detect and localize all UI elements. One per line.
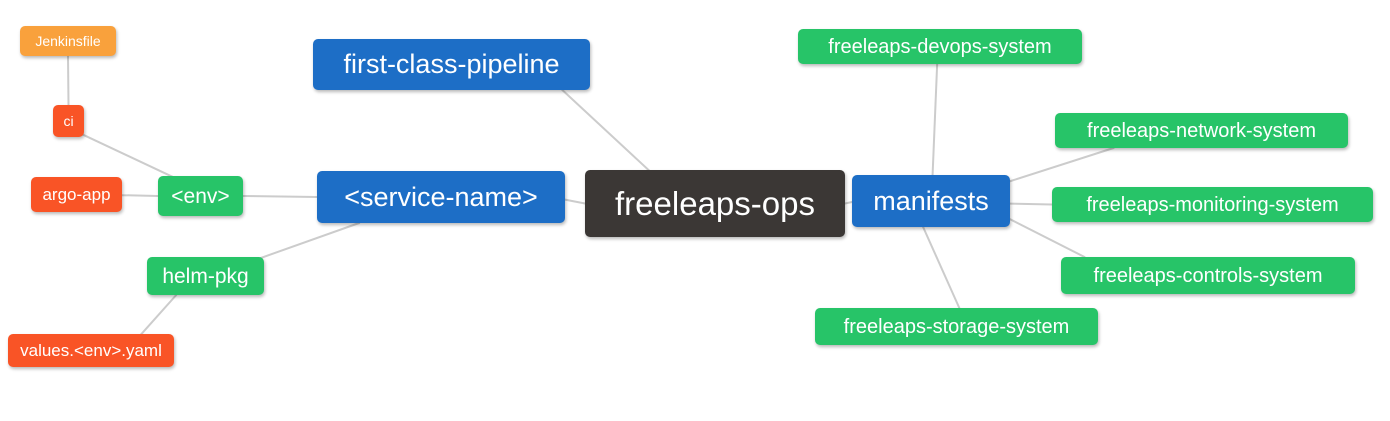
node-freeleaps-storage-system[interactable]: freeleaps-storage-system <box>815 308 1098 345</box>
node-helm-pkg[interactable]: helm-pkg <box>147 257 264 295</box>
node-freeleaps-monitoring-system[interactable]: freeleaps-monitoring-system <box>1052 187 1373 222</box>
edge-manifests-to-freeleaps-controls-system <box>1009 218 1086 258</box>
node-freeleaps-network-system[interactable]: freeleaps-network-system <box>1055 113 1348 148</box>
node-manifests[interactable]: manifests <box>852 175 1010 227</box>
node-jenkinsfile[interactable]: Jenkinsfile <box>20 26 116 56</box>
node-argo-app[interactable]: argo-app <box>31 177 122 212</box>
node-ci[interactable]: ci <box>53 105 84 137</box>
node-freeleaps-ops[interactable]: freeleaps-ops <box>585 170 845 237</box>
edge-helm-pkg-to-service-name <box>257 222 361 260</box>
edge-manifests-to-freeleaps-storage-system <box>922 226 961 309</box>
edge-first-class-pipeline-to-freeleaps-ops <box>561 89 651 173</box>
edge-argo-app-to-env <box>121 194 159 197</box>
edge-manifests-to-freeleaps-monitoring-system <box>1009 202 1053 206</box>
node-values-env-yaml[interactable]: values.<env>.yaml <box>8 334 174 367</box>
edge-manifests-to-freeleaps-devops-system <box>931 63 939 176</box>
edge-service-name-to-freeleaps-ops <box>564 198 586 205</box>
edge-freeleaps-ops-to-manifests <box>844 201 853 205</box>
edge-manifests-to-freeleaps-network-system <box>1009 147 1115 183</box>
node-freeleaps-controls-system[interactable]: freeleaps-controls-system <box>1061 257 1355 294</box>
edge-jenkinsfile-to-ci <box>67 55 70 106</box>
node-freeleaps-devops-system[interactable]: freeleaps-devops-system <box>798 29 1082 64</box>
node-env[interactable]: <env> <box>158 176 243 216</box>
edge-env-to-service-name <box>242 195 318 198</box>
node-first-class-pipeline[interactable]: first-class-pipeline <box>313 39 590 90</box>
edge-ci-to-env <box>81 133 175 179</box>
edge-values-env-yaml-to-helm-pkg <box>139 294 178 336</box>
node-service-name[interactable]: <service-name> <box>317 171 565 223</box>
